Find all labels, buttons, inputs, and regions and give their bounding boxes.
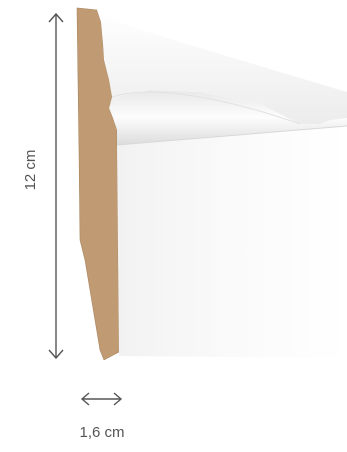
board-front-face <box>117 126 347 358</box>
height-arrow-icon <box>48 12 64 360</box>
moulding-highlight-line <box>111 91 301 125</box>
width-dimension-label: 1,6 cm <box>79 424 125 441</box>
width-arrow-icon <box>80 392 123 406</box>
board-moulding-upper <box>97 10 347 124</box>
moulding-shadow-line <box>116 125 347 146</box>
board-moulding-lower <box>109 90 347 145</box>
height-dimension-label: 12 cm <box>21 149 39 191</box>
